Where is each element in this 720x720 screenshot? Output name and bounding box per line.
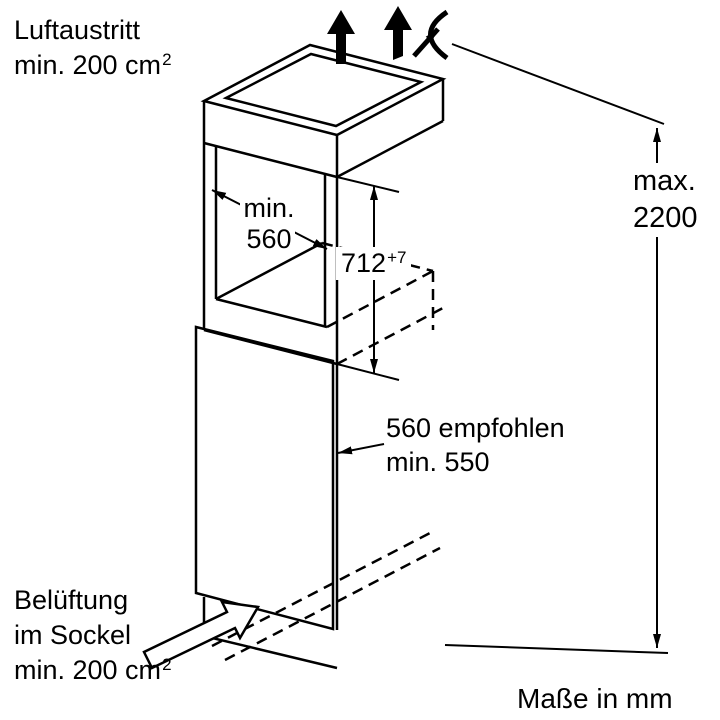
- max-height-line1: max.: [630, 163, 699, 200]
- label-max-height: max. 2200: [630, 163, 701, 237]
- label-niche-width: min. 560: [230, 193, 308, 255]
- depth-line2: min. 550: [386, 447, 490, 477]
- niche-width-line2: 560: [243, 224, 295, 255]
- extension-lines: [336, 43, 669, 654]
- up-arrow-icon: [384, 6, 412, 60]
- superscript: 2: [162, 655, 172, 674]
- plinth-edge: [203, 634, 338, 670]
- dimension-depth-leader: [337, 443, 385, 455]
- air-outlet-line2: min. 200 cm2: [14, 50, 172, 80]
- cabinet-outline: [194, 43, 447, 670]
- label-air-outlet: Luftaustritt min. 200 cm2: [14, 13, 172, 86]
- niche-height-value: 712: [341, 248, 387, 278]
- base-vent-line1: Belüftung: [14, 585, 129, 615]
- up-arrow-icon: [327, 10, 355, 64]
- label-base-vent: Belüftung im Sockel min. 200 cm2: [14, 583, 172, 691]
- base-vent-line3: min. 200 cm2: [14, 655, 172, 685]
- superscript: 2: [162, 50, 172, 69]
- base-vent-arrow-icon: [142, 600, 261, 670]
- label-depth: 560 empfohlen min. 550: [386, 411, 565, 479]
- depth-line1: 560 empfohlen: [386, 413, 565, 443]
- appliance-door: [194, 325, 335, 631]
- air-exhaust-icon: [412, 9, 449, 61]
- air-outlet-line1: Luftaustritt: [14, 15, 141, 45]
- niche-height-tolerance: +7: [387, 248, 407, 267]
- label-niche-height: 712+7: [336, 247, 412, 280]
- niche-width-line1: min.: [240, 193, 298, 224]
- label-units: Maße in mm: [517, 683, 673, 714]
- base-vent-line2: im Sockel: [14, 620, 132, 650]
- max-height-line2: 2200: [630, 200, 701, 237]
- top-vent-opening: [222, 52, 425, 128]
